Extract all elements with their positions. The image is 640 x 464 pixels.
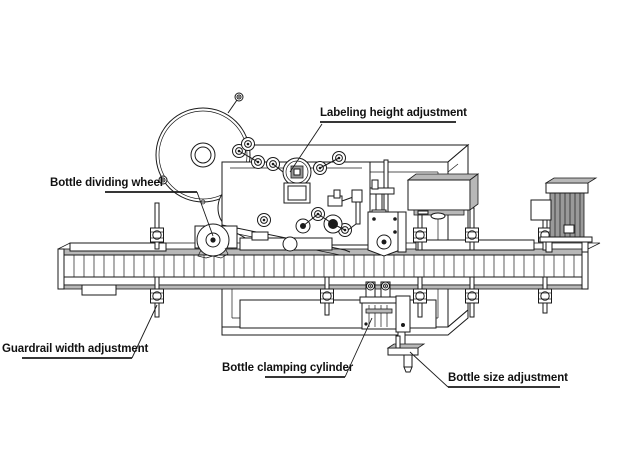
bottle-clamping-cylinder xyxy=(359,281,411,351)
labeling-head xyxy=(221,137,371,256)
callout-bottle-size-adjustment: Bottle size adjustment xyxy=(448,372,568,384)
bottle-size-adjustment xyxy=(386,335,426,373)
control-box xyxy=(383,159,480,253)
callout-bottle-clamping-cylinder: Bottle clamping cylinder xyxy=(222,362,354,374)
callout-guardrail-width-adjustment: Guardrail width adjustment xyxy=(2,343,149,355)
callout-labeling-height-adjustment: Labeling height adjustment xyxy=(320,107,467,119)
callout-leaders xyxy=(22,121,560,388)
drive-bracket xyxy=(367,211,407,257)
drive-motor xyxy=(530,177,598,253)
bottle-dividing-wheel xyxy=(194,223,238,259)
callout-bottle-dividing-wheel: Bottle dividing wheel xyxy=(50,177,163,189)
